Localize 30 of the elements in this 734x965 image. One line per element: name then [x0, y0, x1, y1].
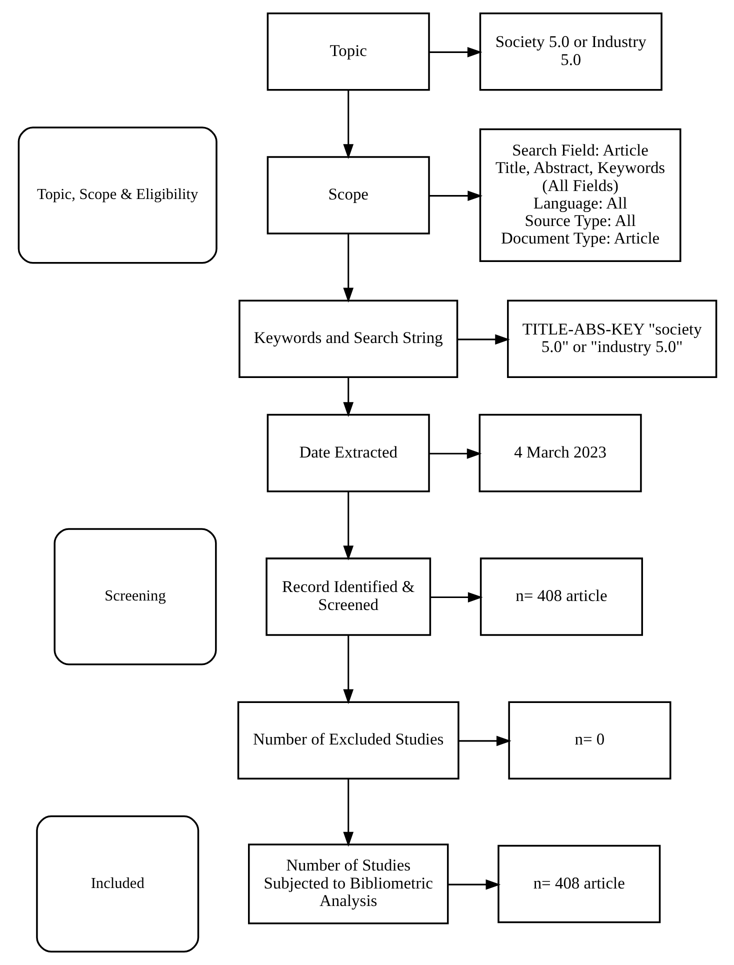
node-box: Screening — [53, 528, 216, 666]
node-box: Scope — [266, 156, 430, 234]
node-box: Date Extracted — [266, 414, 430, 492]
arrow — [447, 879, 500, 890]
arrow — [457, 334, 510, 345]
arrow — [428, 448, 482, 459]
arrow — [342, 90, 354, 159]
node-box: Number of Studies Subjected to Bibliometric Analysis — [248, 844, 448, 924]
node-box: Society 5.0 or Industry 5.0 — [478, 12, 662, 91]
node-box: Number of Excluded Studies — [236, 701, 459, 780]
node-box: n= 0 — [508, 701, 671, 780]
node-box: Keywords and Search String — [238, 300, 458, 378]
arrow — [428, 46, 482, 58]
node-box: 4 March 2023 — [478, 414, 642, 492]
arrow — [430, 592, 482, 602]
node-box: Search Field: Article Title, Abstract, Keywords (All Fields) Language: All Source Type: All Document Type: Article — [478, 128, 681, 262]
node-box: Topic — [266, 12, 430, 91]
node-box: TITLE-ABS-KEY "society 5.0" or "industry 5.0" — [506, 300, 717, 378]
arrow — [342, 492, 354, 560]
arrow — [342, 778, 354, 847]
arrow — [342, 234, 354, 303]
node-box: Included — [36, 815, 199, 953]
arrow — [342, 377, 354, 417]
node-box: Topic, Scope & Eligibility — [17, 126, 217, 264]
node-box: n= 408 article — [497, 844, 660, 924]
arrow — [342, 635, 354, 704]
arrow — [428, 190, 482, 202]
node-box: n= 408 article — [479, 558, 642, 636]
node-box: Record Identified & Screened — [265, 558, 431, 636]
arrow — [458, 736, 511, 746]
